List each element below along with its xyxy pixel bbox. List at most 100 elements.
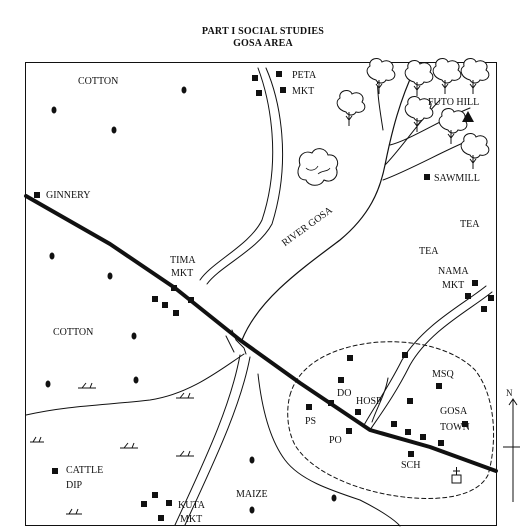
building [141,501,147,507]
building [346,428,352,434]
building [402,352,408,358]
label-cattle: CATTLE [66,465,104,476]
label-peta-mkt: MKT [292,86,315,97]
label-tima-mkt: MKT [171,268,194,279]
crop-dot [51,106,57,114]
river-tributary-1 [384,99,441,166]
tree-icon [438,108,468,144]
crop-dot [45,380,51,388]
building [162,302,168,308]
label-gosa: GOSA [440,406,468,417]
marsh-symbol [78,382,96,389]
hill-icon [462,111,474,122]
bridge-b [225,335,235,353]
label-north: N [506,388,513,398]
label-kuta: KUTA [178,500,205,511]
label-peta: PETA [292,70,317,81]
building [328,400,334,406]
label-futo-hill: FUTO HILL [428,97,480,108]
road-east-b [362,285,487,428]
town-boundary [287,341,495,499]
label-sch: SCH [401,460,421,471]
label-dip: DIP [66,480,83,491]
marsh-symbol [30,436,44,443]
building [391,421,397,427]
label-cotton-mid: COTTON [53,327,94,338]
label-cotton-top: COTTON [78,76,119,87]
road-south-b [184,356,251,526]
bush [297,148,339,186]
building [158,515,164,521]
building [252,75,258,81]
river-gosa [241,67,416,341]
bridge [231,329,247,355]
building [52,468,58,474]
building [34,192,40,198]
label-do: DO [337,388,352,399]
crop-dot [249,506,255,514]
field-boundary-west [25,353,245,416]
building [462,421,468,427]
label-nama-mkt: MKT [442,280,465,291]
marsh-symbol [120,442,138,449]
label-tima: TIMA [170,255,196,266]
crop-dot [181,86,187,94]
crop-dot [133,376,139,384]
building [488,295,494,301]
label-kuta-mkt: MKT [180,514,203,525]
road-north-a [199,67,274,281]
building [276,71,282,77]
building [306,404,312,410]
crop-dot [249,456,255,464]
building [338,377,344,383]
tree-icon [404,60,434,96]
label-sawmill: SAWMILL [434,173,480,184]
building [171,285,177,291]
building [347,355,353,361]
building [152,492,158,498]
road-north-b [206,67,284,285]
map-title: PART I SOCIAL STUDIES GOSA AREA [0,26,526,50]
building [407,398,413,404]
title-line-1: PART I SOCIAL STUDIES [201,26,325,37]
building [420,434,426,440]
label-po: PO [329,435,342,446]
marsh-symbol [176,450,194,457]
map-frame [25,62,497,526]
tree-icon [336,90,366,126]
crop-dot [49,252,55,260]
label-tea-2: TEA [419,246,439,257]
marsh-symbol [176,392,194,399]
tree-icon [366,58,396,94]
church-icon [451,467,462,484]
road-east-a [369,291,493,431]
field-boundary-east [257,373,401,527]
building [436,383,442,389]
crop-dot [107,272,113,280]
building [438,440,444,446]
building [405,429,411,435]
crop-dot [111,126,117,134]
building [280,87,286,93]
building [355,409,361,415]
building [465,293,471,299]
label-hosp: HOSP [356,396,382,407]
building [472,280,478,286]
label-ginnery: GINNERY [46,190,91,201]
tree-icon [404,96,434,132]
building [408,451,414,457]
crop-dot [131,332,137,340]
label-maize: MAIZE [236,489,268,500]
building [166,500,172,506]
north-arrow-icon [503,398,520,502]
crop-dot [331,494,337,502]
building [152,296,158,302]
tree-icon [432,58,462,94]
label-tea-1: TEA [460,219,480,230]
label-ps: PS [305,416,317,427]
title-line-2: GOSA AREA [233,38,293,49]
tree-icon [460,58,490,94]
label-nama: NAMA [438,266,469,277]
road-south-a [174,354,241,526]
